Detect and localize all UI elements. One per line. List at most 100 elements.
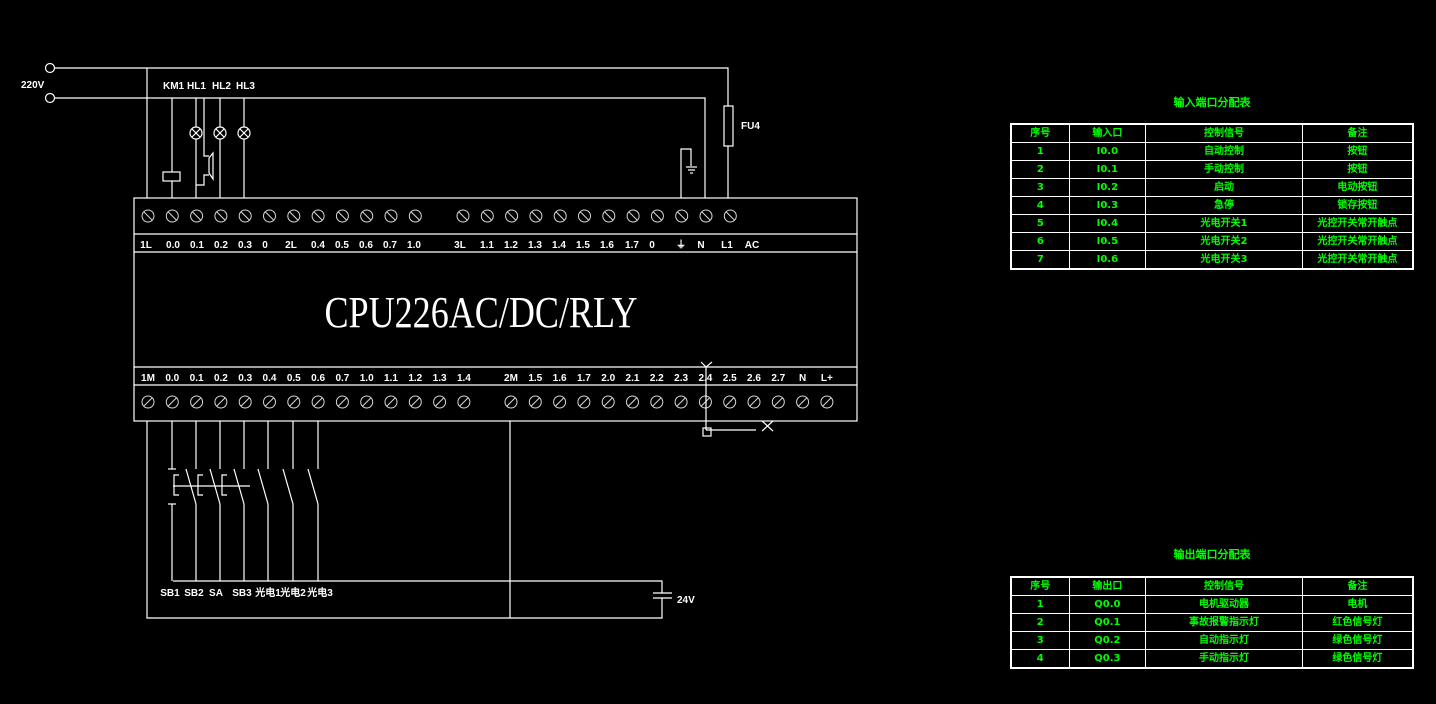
screw-terminal-icon [287, 395, 301, 409]
cursor-marker [700, 361, 756, 431]
input-switch-icon [282, 421, 294, 581]
buzzer-icon [208, 151, 214, 181]
terminal-label: 1.5 [528, 373, 542, 384]
header-port: 输入口 [1068, 123, 1147, 143]
header-index: 序号 [1010, 576, 1070, 596]
fuse-label: FU4 [741, 121, 760, 132]
screw-terminal-icon [626, 395, 639, 409]
input-device-label: 光电3 [306, 586, 333, 599]
cell-signal: 启动 [1145, 178, 1303, 197]
lamp-hl2-icon [213, 126, 227, 140]
terminal-label: 0.7 [383, 240, 397, 251]
supply-terminal-l [44, 62, 56, 74]
load-label-hl2: HL2 [212, 81, 231, 92]
terminal-label: 0.7 [335, 373, 349, 384]
screw-terminal-icon [529, 209, 543, 223]
terminal-label: 1.6 [553, 373, 567, 384]
header-index: 序号 [1010, 123, 1070, 143]
screw-terminal-icon [505, 209, 519, 223]
screw-terminal-icon [626, 209, 640, 223]
screw-terminal-icon [480, 209, 494, 223]
cell-signal: 事故报警指示灯 [1145, 613, 1303, 632]
lamp-hl3-icon [237, 126, 251, 140]
terminal-label: 0.6 [311, 373, 325, 384]
terminal-label: N [799, 373, 806, 384]
dc-supply-icon [653, 592, 672, 599]
terminal-label: 1.3 [433, 373, 447, 384]
terminal-label: 1.7 [625, 240, 639, 251]
terminal-label: 1.1 [384, 373, 398, 384]
terminal-label: 0.3 [238, 240, 252, 251]
screw-terminal-icon [141, 395, 155, 409]
screw-terminal-icon [747, 395, 761, 409]
plc-body [133, 197, 858, 422]
cell-port: Q0.1 [1068, 613, 1147, 632]
terminal-label: 1.3 [528, 240, 542, 251]
load-label-hl1: HL1 [187, 81, 206, 92]
input-device-label: 光电1 [254, 586, 281, 599]
terminal-label: 2L [285, 240, 297, 251]
cell-index: 5 [1010, 214, 1070, 233]
bottom-terminal-row [141, 395, 834, 409]
cell-port: Q0.0 [1068, 595, 1147, 614]
supply-line-n [55, 97, 706, 198]
terminal-label: 0.0 [166, 240, 180, 251]
terminal-label: 2.5 [723, 373, 737, 384]
screw-terminal-icon [457, 395, 471, 409]
buzzer-wire [196, 98, 209, 186]
ground-icon [686, 166, 697, 174]
terminal-label: 0.5 [287, 373, 301, 384]
screw-terminal-icon [141, 209, 155, 223]
cell-note: 绿色信号灯 [1301, 649, 1414, 669]
cell-note: 电机 [1301, 595, 1414, 614]
screw-terminal-icon [165, 209, 179, 223]
screw-terminal-icon [214, 395, 228, 409]
terminal-label: 1.7 [577, 373, 591, 384]
screw-terminal-icon [553, 395, 567, 409]
cell-index: 3 [1010, 178, 1070, 197]
cell-index: 7 [1010, 250, 1070, 270]
input-switches [168, 421, 319, 581]
terminal-label: L1 [721, 240, 733, 251]
input-device-label: 光电2 [279, 586, 306, 599]
screw-terminal-icon [263, 395, 276, 409]
screw-terminal-icon [723, 209, 737, 223]
terminal-label: N [697, 240, 704, 251]
load-label-km1: KM1 [163, 81, 185, 92]
terminal-label: 0.4 [263, 373, 277, 384]
cell-port: I0.2 [1068, 178, 1147, 197]
terminal-label: 0.3 [238, 373, 252, 384]
cell-index: 6 [1010, 232, 1070, 251]
screw-terminal-icon [214, 209, 228, 223]
dc-supply-label: 24V [677, 595, 695, 606]
cell-index: 1 [1010, 595, 1070, 614]
screw-terminal-icon [190, 395, 204, 409]
screw-terminal-icon [675, 209, 689, 223]
terminal-label: 0.0 [165, 373, 179, 384]
screw-terminal-icon [190, 209, 204, 223]
screw-terminal-icon [699, 209, 713, 223]
terminal-label: 1.5 [576, 240, 590, 251]
cell-note: 光控开关常开触点 [1301, 214, 1414, 233]
screw-terminal-icon [820, 395, 834, 409]
table-header-row: 序号 输出口 控制信号 备注 [1010, 576, 1414, 596]
cell-port: I0.0 [1068, 142, 1147, 161]
cell-index: 3 [1010, 631, 1070, 650]
cell-port: I0.3 [1068, 196, 1147, 215]
cell-signal: 手动控制 [1145, 160, 1303, 179]
input-switch-icon [307, 421, 319, 581]
header-note: 备注 [1301, 123, 1414, 143]
screw-terminal-icon [311, 209, 325, 223]
input-device-label: SB1 [160, 588, 180, 599]
cell-signal: 自动指示灯 [1145, 631, 1303, 650]
load-label-hl3: HL3 [236, 81, 255, 92]
screw-terminal-icon [384, 209, 398, 223]
cell-note: 按钮 [1301, 160, 1414, 179]
cell-port: I0.4 [1068, 214, 1147, 233]
cell-signal: 急停 [1145, 196, 1303, 215]
